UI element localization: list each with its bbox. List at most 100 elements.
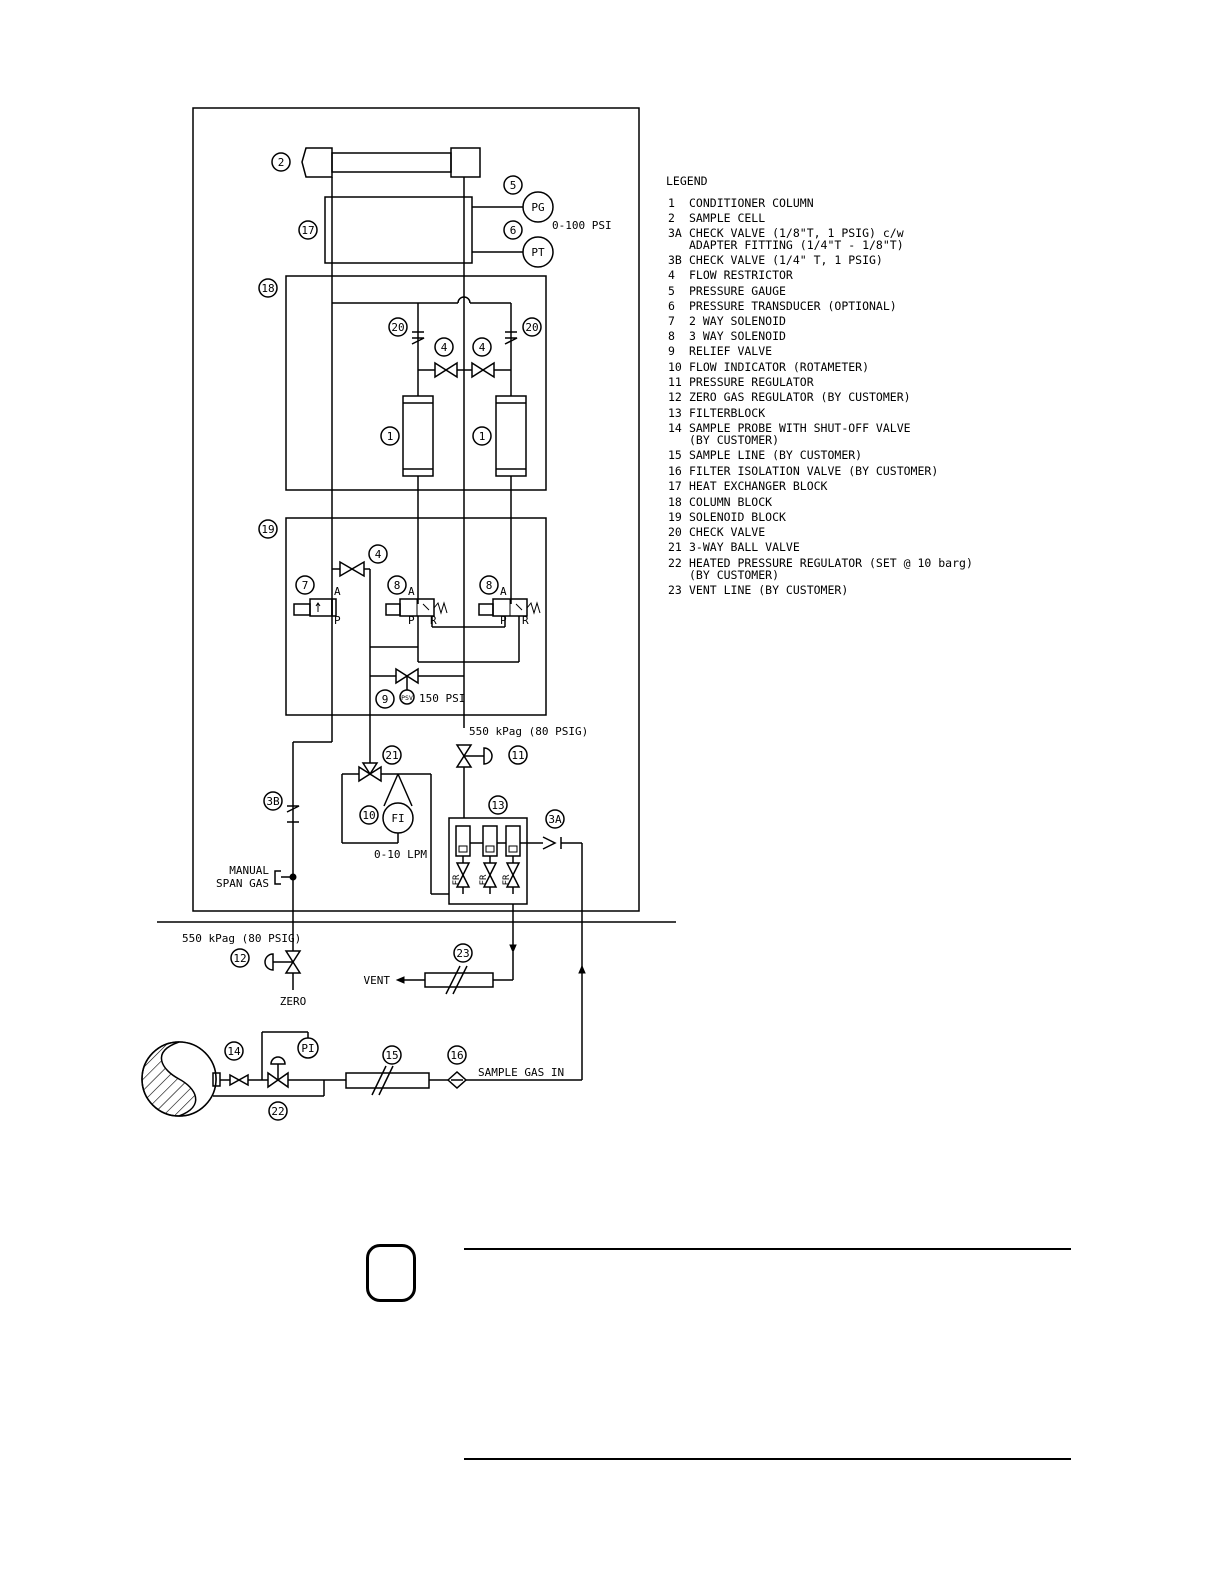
solenoid-valve-7	[293, 598, 337, 617]
bubble-10: 10	[362, 809, 375, 822]
pg-range-label: 0-100 PSI	[552, 219, 612, 232]
bubble-3b: 3B	[266, 795, 280, 808]
legend-item-number: 10	[668, 360, 682, 374]
legend-item-number: 13	[668, 406, 682, 420]
check-valve-3b	[286, 805, 300, 823]
pg-label: PG	[531, 201, 544, 214]
fi-label: FI	[391, 812, 404, 825]
legend-item-number: 1	[668, 196, 675, 210]
legend-item-number: 7	[668, 314, 675, 328]
sol8r-port-a: A	[500, 585, 507, 598]
solenoid-block	[285, 517, 547, 716]
flow-restrictor-4-left	[434, 361, 458, 379]
legend-item-text: FLOW INDICATOR (ROTAMETER)	[689, 360, 869, 374]
legend-item-text: CHECK VALVE (1/8"T, 1 PSIG) c/w	[689, 226, 904, 240]
zero-label: ZERO	[280, 995, 307, 1008]
legend-item-text: SAMPLE LINE (BY CUSTOMER)	[689, 448, 862, 462]
legend-item-text: 3 WAY SOLENOID	[689, 329, 786, 343]
legend-item-number: 23	[668, 583, 682, 597]
bubble-17: 17	[301, 224, 314, 237]
legend-item-number: 11	[668, 375, 682, 389]
legend-item-number: 2	[668, 211, 675, 225]
vent-label: VENT	[364, 974, 391, 987]
legend-item-number: 5	[668, 284, 675, 298]
legend-item-text: 3-WAY BALL VALVE	[689, 540, 800, 554]
heated-pressure-regulator	[213, 1031, 325, 1097]
sol7-port-a: A	[334, 585, 341, 598]
filterblock	[448, 817, 528, 905]
bubble-23: 23	[456, 947, 469, 960]
bubble-16: 16	[450, 1049, 463, 1062]
legend-item-text: FLOW RESTRICTOR	[689, 268, 793, 282]
legend-item-number: 21	[668, 540, 682, 554]
sample-line	[345, 1065, 430, 1096]
bubble-9: 9	[382, 693, 389, 706]
bubble-1-left: 1	[387, 430, 394, 443]
pressure-regulator-11	[455, 744, 493, 768]
legend-item-number: 18	[668, 495, 682, 509]
bubble-11: 11	[511, 749, 524, 762]
analyzer-enclosure	[192, 107, 640, 912]
process-pipe	[141, 1041, 217, 1117]
legend-item-number: 17	[668, 479, 682, 493]
pressure-indicator: PI	[297, 1037, 319, 1059]
bubble-6: 6	[510, 224, 517, 237]
legend-item-number: 19	[668, 510, 682, 524]
legend-item-text: CHECK VALVE	[689, 525, 765, 539]
fr-label-1: FR	[452, 874, 462, 885]
sol8l-port-r: R	[430, 614, 437, 627]
legend-item-text: HEATED PRESSURE REGULATOR (SET @ 10 barg…	[689, 556, 973, 570]
check-valve-20-left	[411, 331, 425, 345]
pt-label: PT	[531, 246, 545, 259]
bubble-20-right: 20	[525, 321, 538, 334]
bubble-3a: 3A	[548, 813, 562, 826]
check-valve-3a	[542, 836, 562, 850]
bubble-22: 22	[271, 1105, 284, 1118]
legend-item-number: 22	[668, 556, 682, 570]
sample-cell	[301, 147, 481, 178]
zero-gas-regulator	[264, 950, 302, 974]
legend-item-number: 16	[668, 464, 682, 478]
psv-label: PSV	[401, 694, 413, 702]
sol8l-port-p: P	[408, 614, 415, 627]
bubble-15: 15	[385, 1049, 398, 1062]
pi-label: PI	[301, 1042, 314, 1055]
legend-item-text: SAMPLE CELL	[689, 211, 765, 225]
flow-restrictor-4-solenoid	[339, 560, 365, 578]
legend-item-text: SOLENOID BLOCK	[689, 510, 786, 524]
legend-item-text: PRESSURE TRANSDUCER (OPTIONAL)	[689, 299, 897, 313]
legend-item-text: PRESSURE GAUGE	[689, 284, 786, 298]
sol7-port-p: P	[334, 614, 341, 627]
conditioner-column-left	[402, 395, 434, 477]
span-gas-label: SPAN GAS	[216, 877, 269, 890]
legend-item-number: 9	[668, 344, 675, 358]
legend-item-text: (BY CUSTOMER)	[689, 433, 779, 447]
legend-item-number: 6	[668, 299, 675, 313]
legend-item-text: HEAT EXCHANGER BLOCK	[689, 479, 828, 493]
flow-indicator-rotameter: FI	[382, 773, 414, 843]
manual-label: MANUAL	[229, 864, 269, 877]
legend-item-text: FILTERBLOCK	[689, 406, 765, 420]
bubble-7: 7	[302, 579, 309, 592]
legend-item-number: 12	[668, 390, 682, 404]
bubble-20-left: 20	[391, 321, 404, 334]
bubble-2: 2	[278, 156, 285, 169]
reg11-set-label: 550 kPag (80 PSIG)	[469, 725, 588, 738]
bubble-8-left: 8	[394, 579, 401, 592]
relief-valve: PSV	[395, 667, 419, 705]
bubble-4-left: 4	[441, 341, 448, 354]
legend-item-text: (BY CUSTOMER)	[689, 568, 779, 582]
sample-probe	[212, 1072, 268, 1087]
note-top-rule	[464, 1248, 1071, 1250]
legend-item-text: ADAPTER FITTING (1/4"T - 1/8"T)	[689, 238, 904, 252]
bubble-5: 5	[510, 179, 517, 192]
bubble-13: 13	[491, 799, 504, 812]
solenoid-valve-8-left	[385, 598, 448, 617]
note-bottom-rule	[464, 1458, 1071, 1460]
pressure-gauge: PG	[522, 191, 554, 223]
legend-item-number: 14	[668, 421, 682, 435]
legend-item-text: CONDITIONER COLUMN	[689, 196, 814, 210]
